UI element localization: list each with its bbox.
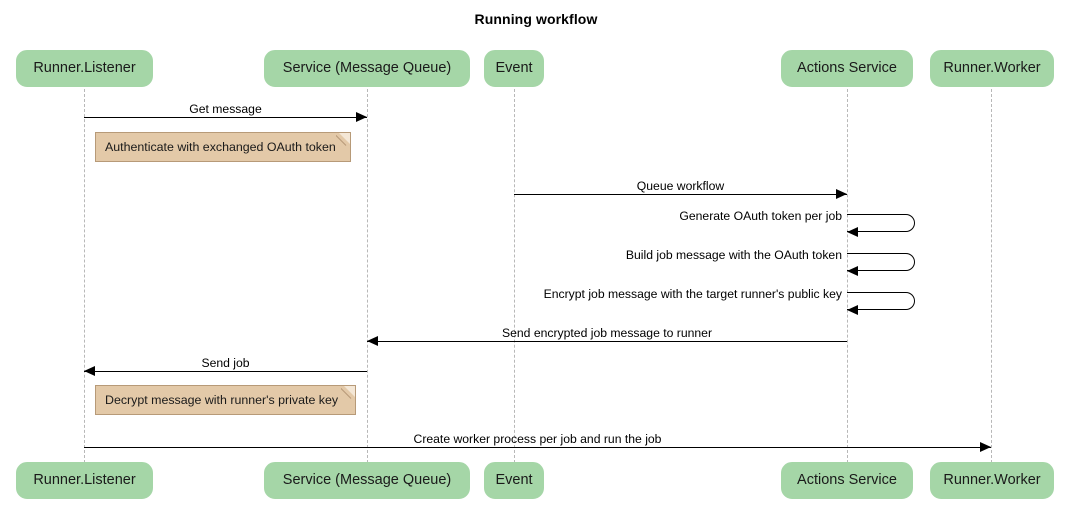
message-line-queue-workflow bbox=[514, 194, 847, 195]
arrowhead-generate-oauth-token bbox=[847, 227, 858, 237]
self-message-label-encrypt-job-message: Encrypt job message with the target runn… bbox=[543, 287, 842, 301]
arrowhead-encrypt-job-message bbox=[847, 305, 858, 315]
arrowhead-get-message bbox=[356, 112, 367, 122]
arrowhead-send-job bbox=[84, 366, 95, 376]
participant-event-top[interactable]: Event bbox=[484, 50, 544, 87]
participant-label: Actions Service bbox=[797, 60, 897, 76]
message-label-get-message: Get message bbox=[189, 102, 262, 116]
participant-label: Event bbox=[495, 472, 533, 488]
participant-runner-listener-top[interactable]: Runner.Listener bbox=[16, 50, 153, 87]
participant-actions-service-top[interactable]: Actions Service bbox=[781, 50, 913, 87]
page-title: Running workflow bbox=[474, 11, 598, 27]
participant-event-bottom[interactable]: Event bbox=[484, 462, 544, 499]
message-line-get-message bbox=[84, 117, 367, 118]
note-authenticate: Authenticate with exchanged OAuth token bbox=[95, 132, 351, 162]
message-label-send-encrypted-job-message: Send encrypted job message to runner bbox=[501, 326, 713, 340]
note-fold-edge bbox=[341, 385, 356, 400]
self-message-label-generate-oauth-token: Generate OAuth token per job bbox=[679, 209, 842, 223]
lifeline-service-message-queue bbox=[367, 89, 368, 463]
arrowhead-build-job-message bbox=[847, 266, 858, 276]
note-text: Authenticate with exchanged OAuth token bbox=[105, 140, 336, 154]
participant-actions-service-bottom[interactable]: Actions Service bbox=[781, 462, 913, 499]
participant-label: Actions Service bbox=[797, 472, 897, 488]
message-label-send-job: Send job bbox=[201, 356, 250, 370]
self-message-label-build-job-message: Build job message with the OAuth token bbox=[625, 248, 842, 262]
participant-runner-worker-bottom[interactable]: Runner.Worker bbox=[930, 462, 1054, 499]
arrowhead-queue-workflow bbox=[836, 189, 847, 199]
participant-label: Runner.Worker bbox=[943, 472, 1041, 488]
participant-runner-listener-bottom[interactable]: Runner.Listener bbox=[16, 462, 153, 499]
lifeline-actions-service bbox=[847, 89, 848, 463]
arrowhead-create-worker-process bbox=[980, 442, 991, 452]
participant-service-message-queue-bottom[interactable]: Service (Message Queue) bbox=[264, 462, 470, 499]
participant-service-message-queue-top[interactable]: Service (Message Queue) bbox=[264, 50, 470, 87]
message-label-queue-workflow: Queue workflow bbox=[636, 179, 725, 193]
message-label-create-worker-process: Create worker process per job and run th… bbox=[413, 432, 662, 446]
message-line-create-worker-process bbox=[84, 447, 991, 448]
arrowhead-send-encrypted-job-message bbox=[367, 336, 378, 346]
message-line-send-job bbox=[84, 371, 367, 372]
lifeline-runner-listener bbox=[84, 89, 85, 463]
participant-runner-worker-top[interactable]: Runner.Worker bbox=[930, 50, 1054, 87]
participant-label: Runner.Worker bbox=[943, 60, 1041, 76]
lifeline-event bbox=[514, 89, 515, 463]
note-decrypt: Decrypt message with runner's private ke… bbox=[95, 385, 356, 415]
participant-label: Service (Message Queue) bbox=[282, 60, 452, 76]
lifeline-runner-worker bbox=[991, 89, 992, 463]
self-message-loop-generate-oauth-token bbox=[847, 214, 915, 232]
self-message-loop-build-job-message bbox=[847, 253, 915, 271]
participant-label: Runner.Listener bbox=[33, 60, 136, 76]
note-fold-edge bbox=[336, 132, 351, 147]
note-text: Decrypt message with runner's private ke… bbox=[105, 393, 339, 407]
self-message-loop-encrypt-job-message bbox=[847, 292, 915, 310]
participant-label: Runner.Listener bbox=[33, 472, 136, 488]
participant-label: Service (Message Queue) bbox=[282, 472, 452, 488]
message-line-send-encrypted-job-message bbox=[367, 341, 847, 342]
participant-label: Event bbox=[495, 60, 533, 76]
